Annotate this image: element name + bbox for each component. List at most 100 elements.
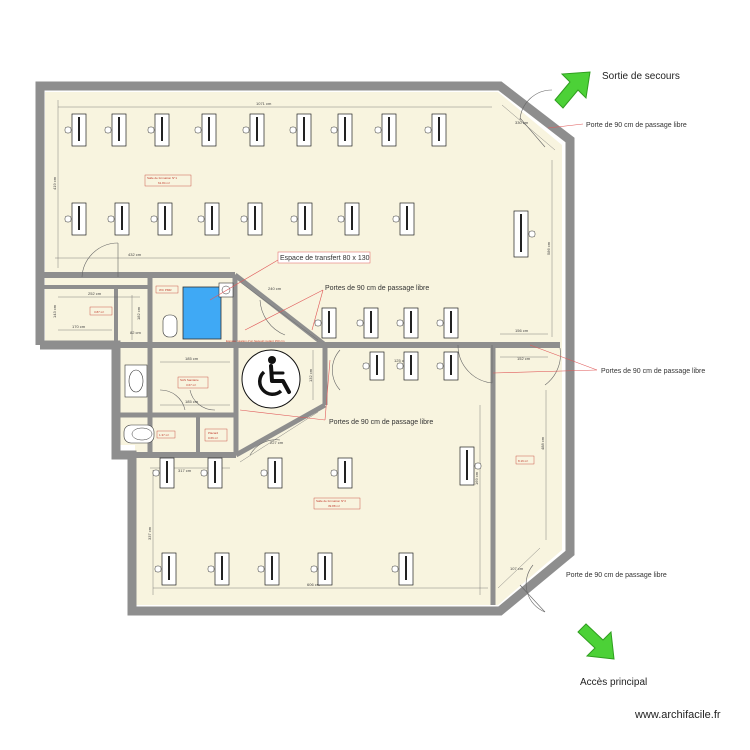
room1-name: Salle de formation N°1 bbox=[147, 176, 177, 180]
wheelchair-icon bbox=[241, 349, 301, 409]
desk bbox=[154, 552, 177, 586]
dim-wc-w: 82 cm bbox=[130, 330, 142, 335]
desk bbox=[150, 202, 173, 236]
dim-corridor-right: 488 cm bbox=[540, 436, 545, 450]
chair bbox=[152, 469, 160, 477]
emergency-exit-label: Sortie de secours bbox=[602, 71, 680, 82]
desk bbox=[337, 202, 360, 236]
chair bbox=[356, 319, 364, 327]
dim-wc-inner: 185 cm bbox=[185, 356, 199, 361]
wc-side-area: 3.67 m² bbox=[186, 383, 196, 387]
dim-mid-right: 156 cm bbox=[515, 328, 529, 333]
desk bbox=[513, 210, 536, 258]
chair bbox=[396, 319, 404, 327]
entry-arrow-icon bbox=[577, 623, 615, 660]
dim-storage-w: 252 cm bbox=[88, 291, 102, 296]
desk bbox=[459, 446, 482, 486]
chair bbox=[528, 230, 536, 238]
doors-center-label: Portes de 90 cm de passage libre bbox=[325, 285, 429, 292]
desk bbox=[147, 113, 170, 147]
desk bbox=[257, 552, 280, 586]
dim-storage-h: 143 cm bbox=[52, 304, 57, 318]
turning-space-label: Espace rotation d'un fauteuil roulant 15… bbox=[226, 339, 285, 343]
chair bbox=[392, 215, 400, 223]
desk bbox=[391, 552, 414, 586]
furniture bbox=[64, 113, 536, 586]
washbasin bbox=[124, 364, 148, 398]
chair bbox=[362, 362, 370, 370]
chair bbox=[337, 215, 345, 223]
wc-pmr-label: WC PMR bbox=[159, 288, 172, 292]
chair bbox=[374, 126, 382, 134]
door-top-label: Porte de 90 cm de passage libre bbox=[586, 122, 687, 129]
chair bbox=[154, 565, 162, 573]
desk bbox=[424, 113, 447, 147]
desk bbox=[104, 113, 127, 147]
desk bbox=[289, 113, 312, 147]
chair bbox=[260, 469, 268, 477]
doors-lower-label: Portes de 90 cm de passage libre bbox=[329, 419, 433, 426]
small-wc-area: 1.37 m² bbox=[159, 433, 169, 437]
desk bbox=[240, 202, 263, 236]
watermark: www.archifacile.fr bbox=[634, 709, 721, 721]
chair bbox=[396, 362, 404, 370]
chair bbox=[64, 126, 72, 134]
desk bbox=[194, 113, 217, 147]
room2-name: Salle de formation N°2 bbox=[316, 499, 346, 503]
dim-angle-top: 330 cm bbox=[515, 120, 529, 125]
chair bbox=[330, 126, 338, 134]
callout-leaders bbox=[209, 123, 598, 421]
desk bbox=[152, 457, 175, 489]
chair bbox=[391, 565, 399, 573]
chair bbox=[424, 126, 432, 134]
chair bbox=[310, 565, 318, 573]
dim-left-upper: 419 cm bbox=[52, 176, 57, 190]
dim-room2-top: 317 cm bbox=[178, 468, 192, 473]
desk bbox=[64, 202, 87, 236]
dim-side-v: 125 cm bbox=[394, 358, 408, 363]
chair bbox=[107, 215, 115, 223]
dim-room2-bottom: 606 cm bbox=[307, 582, 321, 587]
door-main-label: Porte de 90 cm de passage libre bbox=[566, 572, 667, 579]
corridor-area: 8.16 m² bbox=[518, 459, 528, 463]
chair bbox=[289, 126, 297, 134]
desk bbox=[64, 113, 87, 147]
chair bbox=[240, 215, 248, 223]
chair bbox=[207, 565, 215, 573]
desk bbox=[197, 202, 220, 236]
desk bbox=[436, 351, 459, 381]
desk bbox=[314, 307, 337, 339]
room1-area: 61.84 m² bbox=[158, 181, 170, 185]
desk bbox=[330, 113, 353, 147]
interior-walls bbox=[40, 272, 560, 605]
desk bbox=[356, 307, 379, 339]
storage-area: 3.87 m² bbox=[94, 310, 104, 314]
chair bbox=[474, 462, 482, 470]
desk bbox=[107, 202, 130, 236]
chair bbox=[242, 126, 250, 134]
desk bbox=[396, 351, 419, 381]
dim-mid-left: 432 cm bbox=[128, 252, 142, 257]
chair bbox=[257, 565, 265, 573]
desk bbox=[436, 307, 459, 339]
chair bbox=[194, 126, 202, 134]
transfer-space-label: Espace de transfert 80 x 130 bbox=[280, 255, 370, 262]
chair bbox=[197, 215, 205, 223]
desk bbox=[392, 202, 415, 236]
dim-right-upper: 586 cm bbox=[546, 241, 551, 255]
chair bbox=[104, 126, 112, 134]
chair bbox=[200, 469, 208, 477]
callouts: Sortie de secours Porte de 90 cm de pass… bbox=[226, 71, 721, 721]
main-access-label: Accès principal bbox=[580, 677, 647, 688]
doors-right-label: Portes de 90 cm de passage libre bbox=[601, 368, 705, 375]
outer-wall bbox=[35, 81, 575, 616]
placard-area: 0.66 m² bbox=[208, 436, 218, 440]
desk bbox=[330, 457, 353, 489]
desk bbox=[260, 457, 283, 489]
sanitary-fixtures bbox=[123, 282, 234, 444]
dim-diag-lower: 227 cm bbox=[270, 440, 284, 445]
desk bbox=[396, 307, 419, 339]
exit-arrow-icon bbox=[554, 71, 591, 109]
desk bbox=[374, 113, 397, 147]
